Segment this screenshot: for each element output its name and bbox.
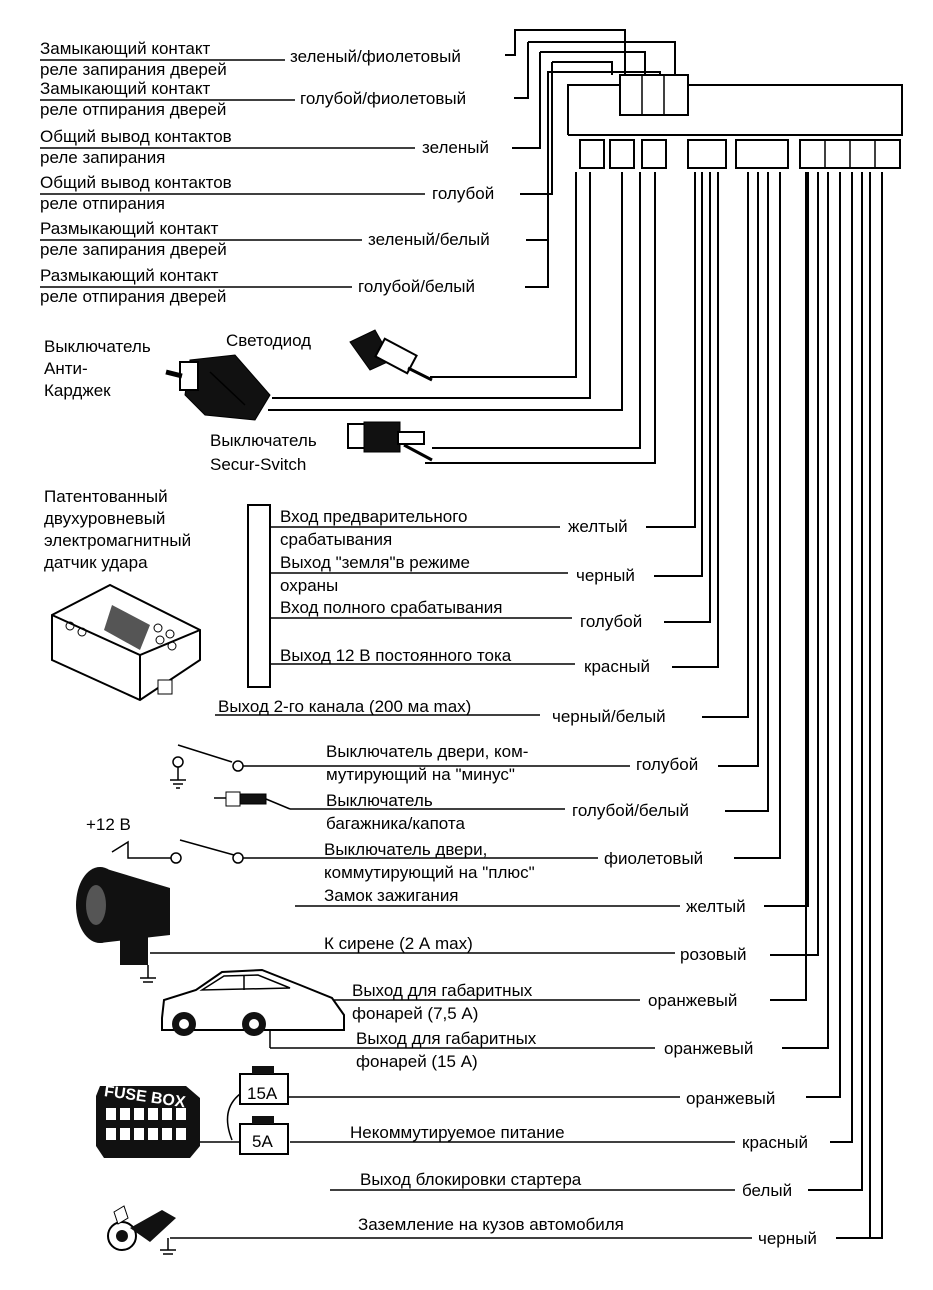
relay-5-color: зеленый/белый <box>368 230 490 249</box>
sensor-1-line2: срабатывания <box>280 530 392 549</box>
secur-switch-label-1: Выключатель <box>210 431 317 450</box>
wire-ground-label: Заземление на кузов автомобиля <box>358 1215 624 1234</box>
shock-sensor-label-1: Патентованный <box>44 487 168 506</box>
connector-4 <box>687 139 727 169</box>
shock-sensor-label-4: датчик удара <box>44 553 148 572</box>
wire-door-minus-color: голубой <box>636 755 698 774</box>
sensor-connector-bar <box>247 504 271 688</box>
connector-1 <box>579 139 605 169</box>
connector-5 <box>735 139 789 169</box>
wire-door-plus-color: фиолетовый <box>604 849 703 868</box>
wire-ignition-color: желтый <box>686 897 746 916</box>
relay-wires <box>40 29 676 288</box>
wire-trunk-line2: багажника/капота <box>326 814 465 833</box>
door-switch-minus-icon <box>170 744 244 789</box>
wire-siren-color: розовый <box>680 945 747 964</box>
sensor-4-color: красный <box>584 657 650 676</box>
connector-frame <box>567 84 620 135</box>
sensor-2-color: черный <box>576 566 635 585</box>
wire-starter-color: белый <box>742 1181 792 1200</box>
relay-3-line1: Общий вывод контактов <box>40 127 232 146</box>
wire-starter-label: Выход блокировки стартера <box>360 1170 582 1189</box>
fuse-15a-label: 15A <box>247 1084 278 1103</box>
sensor-1-line1: Вход предварительного <box>280 507 467 526</box>
plus12-label: +12 В <box>86 815 131 834</box>
relay-4-color: голубой <box>432 184 494 203</box>
fuse-box-icon: FUSE BOX <box>96 1083 200 1158</box>
anti-carjack-switch-icon <box>165 354 271 421</box>
relay-1-line2: реле запирания дверей <box>40 60 227 79</box>
relay-5-line1: Размыкающий контакт <box>40 219 219 238</box>
shock-sensor-label-2: двухуровневый <box>44 509 165 528</box>
door-switch-plus-icon <box>111 839 244 864</box>
wire-lights15-line2: фонарей (15 А) <box>356 1052 478 1071</box>
wire-power-label: Некоммутируемое питание <box>350 1123 565 1142</box>
relay-4-line1: Общий вывод контактов <box>40 173 232 192</box>
relay-2-line2: реле отпирания дверей <box>40 100 226 119</box>
connector-2 <box>609 139 635 169</box>
wire-door-plus-line2: коммутирующий на "плюс" <box>324 863 535 882</box>
relay-1-line1: Замыкающий контакт <box>40 39 210 58</box>
anti-carjack-label-3: Карджек <box>44 381 111 400</box>
wire-trunk-color: голубой/белый <box>572 801 689 820</box>
sensor-2-line1: Выход "земля"в режиме <box>280 553 470 572</box>
relay-3-color: зеленый <box>422 138 489 157</box>
wire-lights75-line2: фонарей (7,5 А) <box>352 1004 478 1023</box>
fuse-5a-label: 5A <box>252 1132 273 1151</box>
wire-lights75-line1: Выход для габаритных <box>352 981 533 1000</box>
wire-door-minus-line2: мутирующий на "минус" <box>326 765 515 784</box>
anti-carjack-label-2: Анти- <box>44 359 88 378</box>
relay-6-color: голубой/белый <box>358 277 475 296</box>
relay-3-line2: реле запирания <box>40 148 165 167</box>
sensor-1-color: желтый <box>568 517 628 536</box>
siren-icon <box>76 867 170 983</box>
bottom-wires <box>150 172 883 1239</box>
wire-power-color: красный <box>742 1133 808 1152</box>
wire-fuse15-color: оранжевый <box>686 1089 775 1108</box>
connector-3 <box>641 139 667 169</box>
trunk-switch-icon <box>214 791 291 810</box>
wire-door-plus-line1: Выключатель двери, <box>324 840 487 859</box>
shock-sensor-label-3: электромагнитный <box>44 531 191 550</box>
wire-trunk-line1: Выключатель <box>326 791 433 810</box>
fuse-5a-icon: 5A <box>239 1116 289 1155</box>
wire-ignition-label: Замок зажигания <box>324 886 459 905</box>
ground-lug-icon <box>107 1205 176 1255</box>
sensor-3-line1: Вход полного срабатывания <box>280 598 502 617</box>
relay-6-line2: реле отпирания дверей <box>40 287 226 306</box>
led-label: Светодиод <box>226 331 311 350</box>
wire-door-minus-line1: Выключатель двери, ком- <box>326 742 528 761</box>
car-icon <box>161 968 345 1048</box>
sensor-wires <box>270 172 719 668</box>
component-wires <box>268 172 656 464</box>
wire-lights75-color: оранжевый <box>648 991 737 1010</box>
fuse-link-wire <box>226 1093 241 1141</box>
wire-channel2-label: Выход 2-го канала (200 ма max) <box>218 697 471 716</box>
relay-2-color: голубой/фиолетовый <box>300 89 466 108</box>
relay-5-line2: реле запирания дверей <box>40 240 227 259</box>
secur-switch-icon <box>347 421 433 462</box>
shock-sensor-icon <box>51 583 201 702</box>
relay-connector <box>619 74 689 116</box>
relay-6-line1: Размыкающий контакт <box>40 266 219 285</box>
wire-channel2-color: черный/белый <box>552 707 666 726</box>
sensor-2-line2: охраны <box>280 576 338 595</box>
relay-2-line1: Замыкающий контакт <box>40 79 210 98</box>
connector-block-group <box>567 74 903 169</box>
wire-ground-color: черный <box>758 1229 817 1248</box>
led-icon <box>349 329 433 382</box>
fuse-15a-icon: 15A <box>239 1066 289 1105</box>
relay-4-line2: реле отпирания <box>40 194 165 213</box>
sensor-4-line1: Выход 12 В постоянного тока <box>280 646 512 665</box>
wire-lights15-line1: Выход для габаритных <box>356 1029 537 1048</box>
secur-switch-label-2: Secur-Svitch <box>210 455 306 474</box>
anti-carjack-label-1: Выключатель <box>44 337 151 356</box>
wire-lights15-color: оранжевый <box>664 1039 753 1058</box>
wire-siren-label: К сирене (2 А max) <box>324 934 473 953</box>
relay-1-color: зеленый/фиолетовый <box>290 47 461 66</box>
sensor-3-color: голубой <box>580 612 642 631</box>
